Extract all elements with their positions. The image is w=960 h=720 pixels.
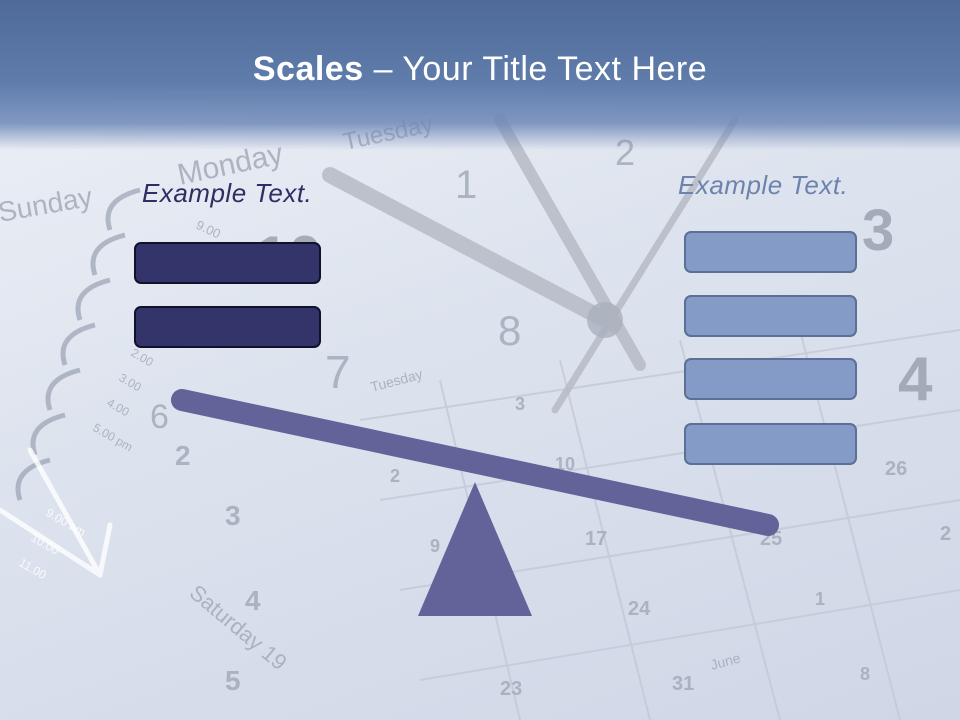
svg-text:10: 10 <box>555 454 575 474</box>
svg-text:8: 8 <box>498 307 521 354</box>
svg-text:2: 2 <box>940 523 951 545</box>
scale-beam[interactable] <box>171 389 779 536</box>
right-weight-box-4[interactable] <box>684 423 857 465</box>
svg-text:2: 2 <box>175 440 191 471</box>
scale-fulcrum-triangle[interactable] <box>418 482 532 616</box>
svg-text:June: June <box>709 650 743 673</box>
right-weight-box-3[interactable] <box>684 358 857 400</box>
svg-text:9: 9 <box>430 536 440 556</box>
svg-text:31: 31 <box>672 673 694 695</box>
svg-text:7: 7 <box>325 346 351 398</box>
svg-text:8: 8 <box>860 664 870 684</box>
slide-title[interactable]: Scales – Your Title Text Here <box>0 50 960 89</box>
left-weight-box-2[interactable] <box>134 306 321 348</box>
right-weight-box-1[interactable] <box>684 231 857 273</box>
svg-text:3: 3 <box>225 500 241 531</box>
left-weight-box-1[interactable] <box>134 242 321 284</box>
svg-text:23: 23 <box>500 678 522 700</box>
right-weight-box-2[interactable] <box>684 295 857 337</box>
title-rest-text: – Your Title Text Here <box>363 50 708 88</box>
title-bold-word: Scales <box>252 50 364 88</box>
svg-text:3: 3 <box>862 198 894 263</box>
svg-text:2: 2 <box>390 466 400 486</box>
svg-text:3: 3 <box>515 394 525 414</box>
svg-text:4: 4 <box>245 585 261 616</box>
svg-text:1: 1 <box>455 163 477 207</box>
left-example-text[interactable]: Example Text. <box>142 178 313 208</box>
svg-text:17: 17 <box>585 528 607 550</box>
title-band <box>0 0 960 150</box>
svg-text:26: 26 <box>885 458 907 480</box>
svg-text:6: 6 <box>150 398 169 436</box>
svg-text:1: 1 <box>815 589 825 609</box>
right-example-text[interactable]: Example Text. <box>678 170 849 200</box>
svg-text:4: 4 <box>898 345 933 414</box>
svg-text:24: 24 <box>628 598 651 620</box>
svg-text:5: 5 <box>225 665 241 696</box>
